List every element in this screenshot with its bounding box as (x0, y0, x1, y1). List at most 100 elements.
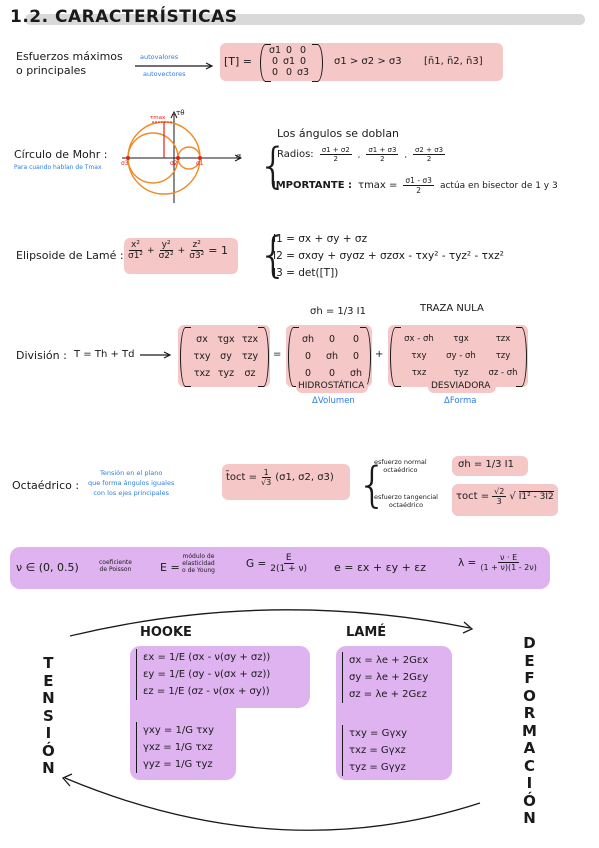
deformacion-letter: F (524, 669, 535, 687)
lame-highlight (336, 646, 452, 780)
t-oct-vec: (σ1, σ2, σ3) (275, 472, 334, 483)
hooke-eps-highlight (130, 646, 310, 708)
t-oct-den: √3 (261, 478, 272, 487)
oct-note-1: Tensión en el plano (99, 469, 163, 477)
t-cell: τzy (241, 351, 259, 362)
radios-label: Radios: (277, 149, 314, 160)
sigma-h-oct-highlight (452, 456, 528, 476)
matrix-cell: 0 (299, 56, 307, 67)
g-num: E (283, 553, 294, 564)
lambda-frac: ν · E(1 + ν)(1 - 2ν) (480, 553, 536, 572)
t-cell: σz (244, 368, 256, 379)
radio-den-1: 2 (333, 155, 338, 163)
octaedrico-label: Octaédrico : (12, 479, 80, 492)
t-oct-highlight (222, 464, 350, 500)
t-oct-frac: 1√3 (261, 468, 271, 487)
h-cell: 0 (304, 351, 312, 362)
lambda-eq: λ = ν · E(1 + ν)(1 - 2ν) (458, 553, 537, 572)
e-note-2: elasticidad (182, 560, 215, 567)
hooke-title: HOOKE (140, 625, 192, 640)
tension-letter: I (45, 724, 52, 742)
deformacion-vertical-label: D E F O R M A C I Ó N (522, 634, 537, 828)
deformacion-letter: N (523, 809, 536, 827)
e-label: E = (160, 561, 180, 574)
hooke-gam-xy: γxy = 1/G τxy (143, 725, 215, 736)
radio-num-1: σ1 + σ2 (319, 146, 352, 155)
tau-oct-highlight (452, 484, 558, 516)
normal-oct-label-1: esfuerzo normal (374, 458, 427, 466)
h-cell: σh (301, 334, 315, 345)
lame-ellipsoid-label: Elipsoide de Lamé : (16, 249, 124, 262)
hidrostatica-label: HIDROSTÁTICA (298, 381, 365, 391)
ellipsoid-num-y: y² (159, 240, 173, 251)
t-matrix-left-paren (180, 327, 191, 387)
ellipsoid-num-z: z² (190, 240, 203, 251)
arrow-bottom-label: autovectores (143, 70, 186, 78)
h-cell: 0 (352, 334, 360, 345)
t-cell: τzx (241, 334, 259, 345)
sigma-h-def: σh = 1/3 I1 (310, 306, 366, 317)
lame-tau-xy: τxy = Gγxy (349, 728, 408, 739)
t-matrix: σx τgx τzx τxy σy τzy τxz τyz σz (190, 331, 262, 382)
lambda-lhs: λ = (458, 556, 477, 569)
t-oct-num: 1 (261, 468, 271, 478)
deformacion-letter: I (526, 774, 533, 792)
mohr-s1: σ1 (196, 160, 204, 167)
normal-oct-eq: σh = 1/3 I1 (458, 459, 514, 470)
radio-den-2: 2 (380, 155, 385, 163)
tang-oct-label-2: octaédrico (388, 501, 424, 509)
title-highlight (25, 14, 585, 25)
lame-ellipsoid-highlight (124, 238, 238, 274)
t-cell: τxy (193, 351, 211, 362)
mohr-sublabel: Para cuando hablan de Tmax (14, 164, 102, 171)
equals-sign: = (273, 349, 282, 360)
ellipsoid-den-y: σ2² (158, 251, 174, 261)
right-arrow-icon (135, 62, 214, 70)
hooke-eps-x: εx = 1/E (σx - ν(σy + σz)) (143, 652, 271, 663)
d-cell: τzy (495, 351, 511, 361)
mohr-tau-max-label: τmax (150, 115, 166, 121)
principales-lhs: [T] = (224, 55, 253, 68)
lambda-den: (1 + ν)(1 - 2ν) (480, 563, 537, 572)
tension-letter: N (42, 689, 55, 707)
normal-oct-label: esfuerzo normal octaédrico (374, 458, 427, 474)
hooke-gam-xz: γxz = 1/G τxz (143, 742, 213, 753)
oct-note-3: con los ejes principales (93, 489, 169, 497)
h-matrix: σh 0 0 0 σh 0 0 0 σh (296, 331, 368, 382)
tau-oct-den: 3 (496, 497, 502, 506)
matrix-cell: 0 (285, 45, 293, 56)
d-matrix-highlight (388, 325, 528, 387)
h-matrix-highlight (286, 325, 372, 387)
lame-sig-y: σy = λe + 2Gεy (349, 672, 429, 683)
tension-letter: Ó (42, 741, 55, 760)
principales-label-line2: o principales (16, 64, 87, 77)
hooke-eps-y: εy = 1/E (σy - ν(σx + σz)) (143, 669, 271, 680)
nu-range: ν ∈ (0, 0.5) (16, 561, 79, 574)
matrix-cell: σ1 (268, 45, 282, 56)
right-arrow-icon (140, 351, 172, 359)
lame-sigma-list: σx = λe + 2Gεx σy = λe + 2Gεy σz = λe + … (342, 652, 428, 703)
t-oct-lhs: t̄oct = (226, 472, 258, 483)
radio-num-3: σ2 + σ3 (413, 146, 446, 155)
h-cell: 0 (352, 351, 360, 362)
hooke-gamma-list: γxy = 1/G τxy γxz = 1/G τxz γyz = 1/G τy… (136, 722, 214, 773)
h-cell: 0 (328, 368, 336, 379)
desviadora-label: DESVIADORA (431, 381, 491, 391)
d-cell: σz - σh (488, 368, 518, 378)
g-den: 2(1 + ν) (270, 564, 308, 574)
hooke-eps-list: εx = 1/E (σx - ν(σy + σz)) εy = 1/E (σy … (136, 649, 270, 700)
mohr-s3: σ3 (121, 160, 129, 167)
invariants-brace: { (258, 227, 289, 283)
t-oct-eq: t̄oct = 1√3 (σ1, σ2, σ3) (226, 468, 334, 487)
tension-vertical-label: T E N S I Ó N (42, 654, 55, 778)
mohr-sigma-axis-label: σ (236, 152, 242, 161)
deformacion-letter: Ó (523, 791, 536, 810)
h-cell: σh (325, 351, 339, 362)
oct-note-2: que forma ángulos iguales (88, 479, 175, 487)
principales-label: Esfuerzos máximos o principales (16, 50, 123, 78)
tension-letter: T (43, 654, 54, 672)
